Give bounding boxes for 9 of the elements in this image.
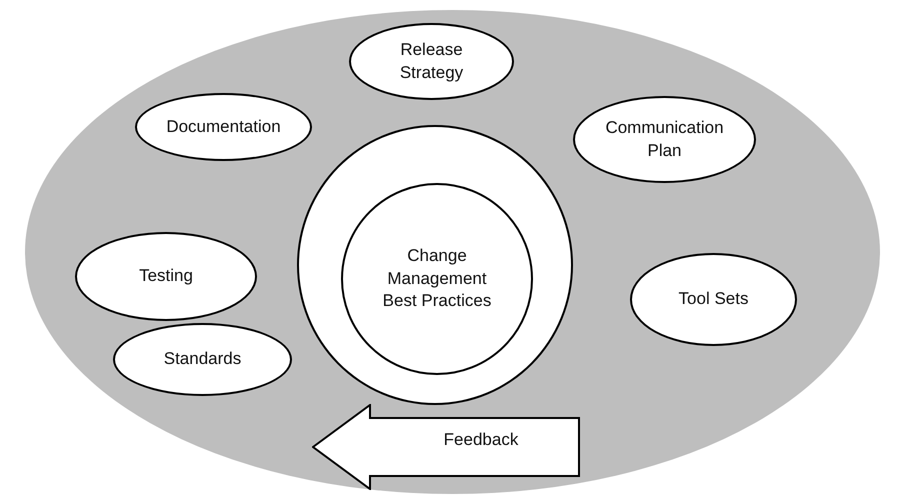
feedback-label: Feedback <box>442 429 520 451</box>
topic-label: Testing <box>139 265 193 288</box>
feedback-block-arrow <box>312 404 580 490</box>
topic-label: Documentation <box>166 116 281 138</box>
topic-label: Communication Plan <box>604 116 725 162</box>
topic-label: Release Strategy <box>398 38 464 84</box>
topic-label: Tool Sets <box>678 288 748 310</box>
topic-label: Change Management Best Practices <box>382 244 492 312</box>
topic-label: Standards <box>164 348 242 370</box>
